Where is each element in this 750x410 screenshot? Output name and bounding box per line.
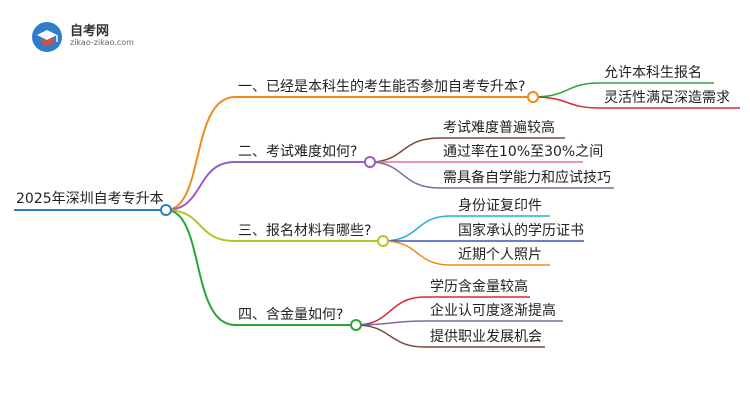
branch-3-label: 三、报名材料有哪些? <box>238 223 372 239</box>
edge-root-branch-3 <box>165 209 383 242</box>
edge-root-branch-4 <box>165 209 356 326</box>
site-logo[interactable]: 自考网 zikao-zikao.com <box>30 20 150 54</box>
branch-4-child-1: 学历含金量较高 <box>430 279 528 295</box>
branch-3-child-1: 身份证复印件 <box>458 198 542 214</box>
branch-3-child-3: 近期个人照片 <box>458 247 542 263</box>
branch-4-child-3: 提供职业发展机会 <box>430 329 542 345</box>
branch-3-child-2: 国家承认的学历证书 <box>458 223 584 239</box>
branch-2-dot <box>364 156 376 168</box>
edge-b2-c3 <box>369 161 614 189</box>
branch-4-label: 四、含金量如何? <box>238 307 344 323</box>
edge-b4-c3 <box>355 324 545 348</box>
branch-4-child-2: 企业认可度逐渐提高 <box>430 303 556 319</box>
branch-2-child-3: 需具备自学能力和应试技巧 <box>443 170 611 186</box>
branch-2-child-1: 考试难度普遍较高 <box>443 120 555 136</box>
logo-title: 自考网 <box>70 24 110 39</box>
edge-root-branch-1 <box>165 96 533 211</box>
branch-1-child-2: 灵活性满足深造需求 <box>604 90 730 106</box>
branch-3-dot <box>377 235 389 247</box>
branch-1-label: 一、已经是本科生的考生能否参加自考专升本? <box>238 79 526 95</box>
logo-subtitle: zikao-zikao.com <box>70 38 134 47</box>
root-node-dot <box>160 204 172 216</box>
edge-b3-c1 <box>382 215 550 242</box>
branch-2-label: 二、考试难度如何? <box>238 144 358 160</box>
branch-4-dot <box>350 319 362 331</box>
edge-b2-c1 <box>369 137 565 163</box>
edge-root-branch-2 <box>165 161 370 211</box>
branch-1-dot <box>527 91 539 103</box>
branch-2-child-2: 通过率在10%至30%之间 <box>443 144 604 160</box>
edge-b4-c1 <box>355 296 530 326</box>
branch-1-child-1: 允许本科生报名 <box>604 65 702 81</box>
edge-b4-c2 <box>355 320 563 326</box>
edge-b1-c2 <box>532 96 740 109</box>
graduation-cap-icon <box>32 22 62 52</box>
edge-b1-c1 <box>532 82 714 98</box>
edge-b3-c3 <box>382 240 550 266</box>
root-node-label: 2025年深圳自考专升本 <box>16 191 164 207</box>
